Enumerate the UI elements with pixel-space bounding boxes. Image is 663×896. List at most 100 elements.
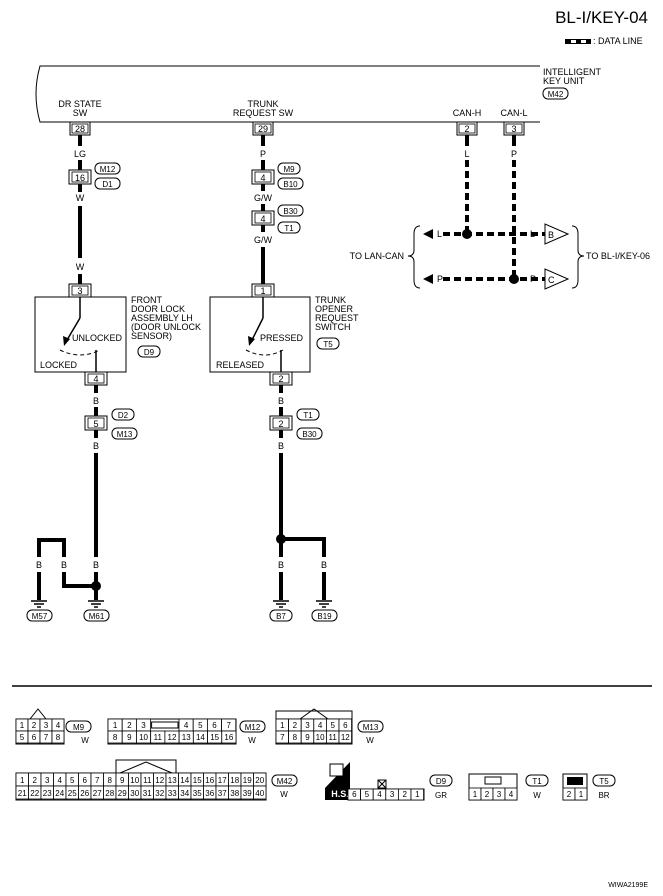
connector-pin-number: 7 <box>44 733 49 742</box>
connector-pin-number: 12 <box>168 733 177 742</box>
footer-code: WIWA2199E <box>608 882 648 889</box>
conn-t1-tag: T1 <box>284 224 294 233</box>
connector-pin-number: 3 <box>390 790 395 799</box>
connector-pin-number: 4 <box>58 776 63 785</box>
connector-pin-number: 12 <box>155 776 164 785</box>
connector-pin-number: 3 <box>45 776 50 785</box>
key-unit-name-1: INTELLIGENT <box>543 67 602 77</box>
trunk-switch-name-2: OPENER <box>315 304 354 314</box>
wire-gw-label-1: G/W <box>254 193 273 203</box>
connector-pin-number: 27 <box>93 789 102 798</box>
wire-b-label-9: B <box>321 560 327 570</box>
connector-pin-number: 24 <box>55 789 64 798</box>
pin-dr-state: 28 <box>75 124 85 134</box>
connector-pin-number: 18 <box>230 776 239 785</box>
connector-pin-number: 15 <box>193 776 202 785</box>
ground-icon <box>88 600 104 608</box>
conn-b10-tag: B10 <box>283 180 298 189</box>
terminal-label-dr-state-1: DR STATE <box>58 99 101 109</box>
switch-name-line-2: DOOR LOCK <box>131 304 185 314</box>
connector-pin-number: 4 <box>509 790 514 799</box>
arrow-right-icon <box>544 268 570 290</box>
connector-pin-number: 1 <box>20 721 25 730</box>
connector-pin-number: 10 <box>139 733 148 742</box>
conn-d9-tag: D9 <box>144 348 155 357</box>
ground-b7-tag: B7 <box>276 612 286 621</box>
hs-icon: H.S. <box>325 762 350 800</box>
terminal-label-trunk-2: REQUEST SW <box>233 108 294 118</box>
connector-pin-number: 38 <box>230 789 239 798</box>
wire-p-label: P <box>260 149 266 159</box>
conn-view-m13-color: W <box>366 736 374 745</box>
connector-pin-number: 1 <box>20 776 25 785</box>
left-circuit: LG 16 M12 D1 W W 3 UNLOCKED LOCKED FRONT… <box>26 135 201 622</box>
connector-pin-number: 33 <box>168 789 177 798</box>
connector-pin-number: 4 <box>318 721 323 730</box>
connector-pin-cell <box>574 787 588 801</box>
junction-pin-4b: 4 <box>260 214 265 224</box>
connector-pin-number: 6 <box>212 721 217 730</box>
arrow-left-icon <box>423 229 433 239</box>
wire-b-label-1: B <box>93 396 99 406</box>
connector-pin-number: 2 <box>33 776 38 785</box>
junction-pin-4a: 4 <box>260 173 265 183</box>
conn-b30-tag-2: B30 <box>302 430 317 439</box>
wire-b-label-4: B <box>36 560 42 570</box>
trunk-switch-name-1: TRUNK <box>315 295 346 305</box>
terminal-label-can-h: CAN-H <box>453 108 482 118</box>
connector-pin-number: 1 <box>113 721 118 730</box>
state-pressed: PRESSED <box>260 333 304 343</box>
conn-d2-tag: D2 <box>118 411 129 420</box>
connector-pin-number: 11 <box>154 733 163 742</box>
conn-t5-tag: T5 <box>323 340 333 349</box>
connector-pin-number: 17 <box>218 776 227 785</box>
connector-pin-number: 31 <box>143 789 152 798</box>
connector-pin-number: 8 <box>113 733 118 742</box>
connector-pin-number: 5 <box>198 721 203 730</box>
intelligent-key-unit: INTELLIGENT KEY UNIT M42 DR STATE SW TRU… <box>35 65 602 136</box>
pin-can-h: 2 <box>464 124 469 134</box>
connector-pin-number: 14 <box>180 776 189 785</box>
can-h-left-label: L <box>437 229 442 239</box>
ground-icon <box>273 600 289 608</box>
conn-view-m12-id: M12 <box>245 723 261 732</box>
connector-pin-number: 8 <box>108 776 113 785</box>
conn-view-m12-color: W <box>248 736 256 745</box>
connector-pin-number: 23 <box>43 789 52 798</box>
connector-pin-number: 22 <box>30 789 39 798</box>
can-l-arrow-letter: C <box>548 275 555 285</box>
connector-pin-number: 28 <box>105 789 114 798</box>
connector-pin-number: 5 <box>70 776 75 785</box>
switch-d9-pin-4: 4 <box>93 374 98 384</box>
conn-view-m13-id: M13 <box>363 723 379 732</box>
connector-pin-number: 12 <box>341 733 350 742</box>
switch-name-line-4: (DOOR UNLOCK <box>131 322 201 332</box>
switch-t5-pin-1: 1 <box>260 286 265 296</box>
connector-pin-number: 37 <box>218 789 227 798</box>
connector-pin-number: 6 <box>343 721 348 730</box>
center-circuit: P 4 M9 B10 G/W 4 B30 T1 G/W 1 PRESSED RE… <box>209 135 359 622</box>
connector-pin-number: 10 <box>316 733 325 742</box>
pin-trunk-request: 29 <box>258 124 268 134</box>
switch-d9-pin-3: 3 <box>77 286 82 296</box>
wire-b-label-7: B <box>278 441 284 451</box>
connector-pin-cell <box>51 730 65 744</box>
can-h-wire-label: L <box>464 149 469 159</box>
switch-t5-pin-2: 2 <box>278 374 283 384</box>
connector-pin-number: 13 <box>182 733 191 742</box>
connector-pin-number: 4 <box>56 721 61 730</box>
connector-pin-number: 29 <box>118 789 127 798</box>
connector-pin-number: 7 <box>280 733 285 742</box>
connector-pin-number: 11 <box>143 776 152 785</box>
key-unit-name-2: KEY UNIT <box>543 76 585 86</box>
connector-pin-cell <box>504 787 518 801</box>
connector-pin-number: 2 <box>402 790 407 799</box>
connector-pin-number: 3 <box>44 721 49 730</box>
terminal-label-trunk-1: TRUNK <box>248 99 279 109</box>
can-circuit: L P L L B P P C TO LAN-CAN TO BL-I/KEY-0… <box>350 135 650 290</box>
